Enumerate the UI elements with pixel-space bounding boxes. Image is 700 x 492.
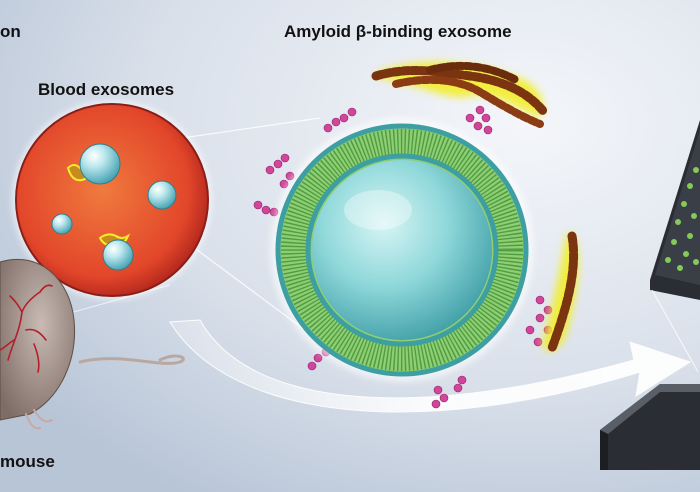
detection-chip-top [650, 120, 700, 300]
exosome-bubble [147, 180, 177, 210]
exosome-bubble [79, 143, 121, 185]
mouse-tail [78, 354, 185, 365]
chip-link-lines [651, 289, 699, 373]
label-amyloid-binding-exosome: Amyloid β-binding exosome [284, 22, 512, 41]
exosome-bubble [102, 239, 134, 271]
flow-arrow [169, 319, 692, 413]
membrane-striations [281, 129, 523, 371]
amyloid-fibril-top [371, 61, 549, 128]
mouse-body [0, 258, 76, 421]
mouse-foot [25, 409, 53, 430]
blood-exosomes-circle [12, 100, 212, 300]
detection-chip-bottom [600, 384, 700, 470]
amyloid-fibril-right [542, 231, 579, 353]
label-mouse-fragment: mouse [0, 452, 55, 471]
exosome-core [312, 160, 492, 340]
exosome-bubble [51, 213, 73, 235]
amyloid-binding-exosome [253, 105, 553, 409]
label-blood-exosomes: Blood exosomes [38, 80, 175, 99]
mouse-illustration [0, 258, 185, 430]
blood-vessels [0, 284, 53, 373]
label-top-left-fragment: on [0, 22, 21, 41]
